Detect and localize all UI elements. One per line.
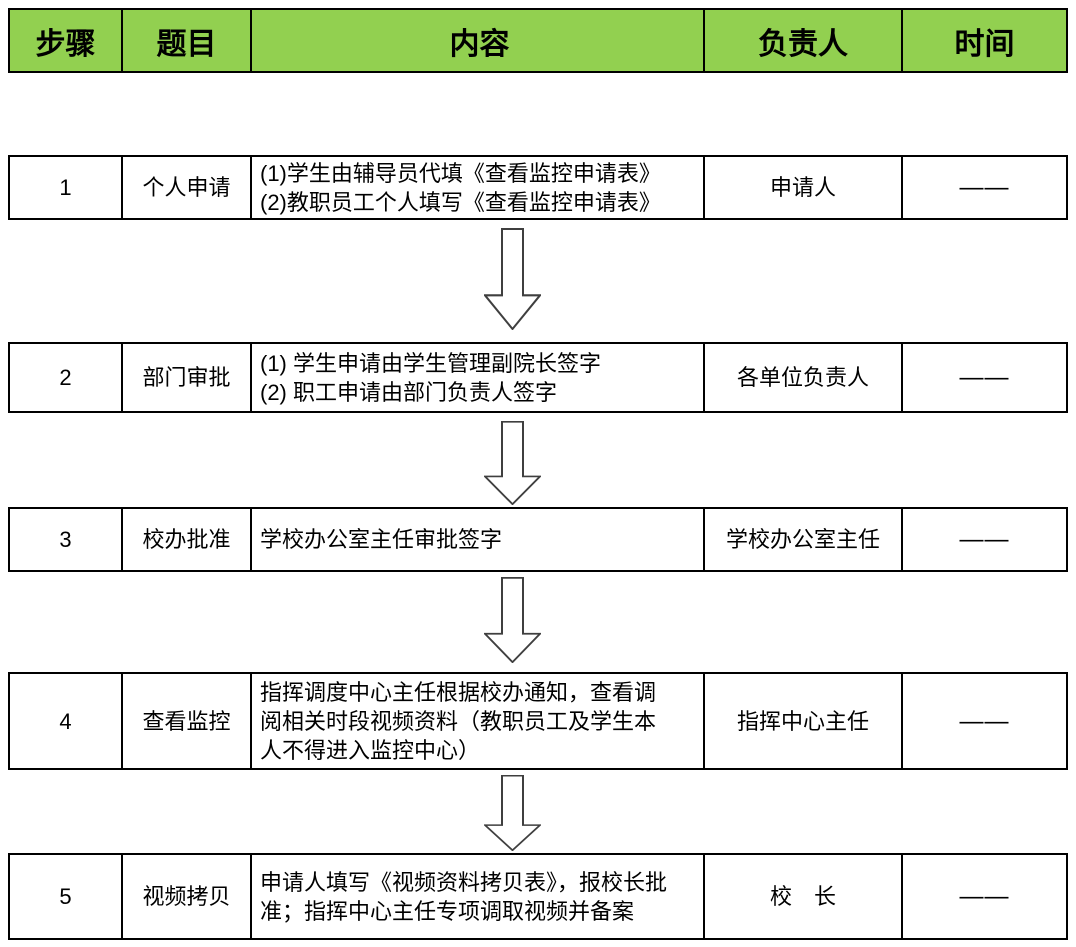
header-label-title: 题目 xyxy=(156,27,217,61)
header-label-step: 步骤 xyxy=(35,27,96,61)
owner-cell: 各单位负责人 xyxy=(705,344,903,411)
content-cell: 指挥调度中心主任根据校办通知，查看调 阅相关时段视频资料（教职员工及学生本 人不… xyxy=(252,674,705,768)
owner-cell: 指挥中心主任 xyxy=(705,674,903,768)
header-cell-title: 题目 xyxy=(123,10,252,71)
time-cell: —— xyxy=(903,344,1066,411)
step-content: 指挥调度中心主任根据校办通知，查看调 阅相关时段视频资料（教职员工及学生本 人不… xyxy=(260,679,657,763)
step-number: 4 xyxy=(59,708,72,734)
step-time: —— xyxy=(959,526,1010,553)
table-row-step4: 4 查看监控 指挥调度中心主任根据校办通知，查看调 阅相关时段视频资料（教职员工… xyxy=(8,672,1068,770)
down-arrow xyxy=(484,228,541,330)
step-title: 视频拷贝 xyxy=(142,884,231,909)
step-number: 5 xyxy=(59,884,72,909)
step-cell: 3 xyxy=(10,509,123,570)
step-cell: 2 xyxy=(10,344,123,411)
step-content: (1)学生由辅导员代填《查看监控申请表》 (2)教职员工个人填写《查看监控申请表… xyxy=(260,160,661,215)
step-owner: 各单位负责人 xyxy=(736,365,869,390)
step-cell: 4 xyxy=(10,674,123,768)
step-cell: 1 xyxy=(10,157,123,218)
header-cell-content: 内容 xyxy=(252,10,705,71)
step-time: —— xyxy=(959,364,1010,391)
table-row-step2: 2 部门审批 (1) 学生申请由学生管理副院长签字 (2) 职工申请由部门负责人… xyxy=(8,342,1068,413)
content-cell: (1)学生由辅导员代填《查看监控申请表》 (2)教职员工个人填写《查看监控申请表… xyxy=(252,157,705,218)
table-row-step5: 5 视频拷贝 申请人填写《视频资料拷贝表》，报校长批 准；指挥中心主任专项调取视… xyxy=(8,853,1068,940)
owner-cell: 校 长 xyxy=(705,855,903,938)
step-owner: 指挥中心主任 xyxy=(736,708,869,734)
down-arrow-icon xyxy=(484,228,541,330)
title-cell: 查看监控 xyxy=(123,674,252,768)
content-cell: (1) 学生申请由学生管理副院长签字 (2) 职工申请由部门负责人签字 xyxy=(252,344,705,411)
header-cell-owner: 负责人 xyxy=(705,10,903,71)
step-title: 校办批准 xyxy=(142,527,231,552)
step-number: 1 xyxy=(59,175,72,200)
step-owner: 申请人 xyxy=(769,175,836,200)
step-content: 申请人填写《视频资料拷贝表》，报校长批 准；指挥中心主任专项调取视频并备案 xyxy=(260,869,668,924)
step-time: —— xyxy=(959,707,1010,735)
title-cell: 校办批准 xyxy=(123,509,252,570)
time-cell: —— xyxy=(903,855,1066,938)
title-cell: 视频拷贝 xyxy=(123,855,252,938)
step-number: 3 xyxy=(59,527,72,552)
time-cell: —— xyxy=(903,157,1066,218)
time-cell: —— xyxy=(903,674,1066,768)
owner-cell: 申请人 xyxy=(705,157,903,218)
down-arrow-icon xyxy=(484,775,541,851)
step-title: 查看监控 xyxy=(142,708,231,734)
header-label-owner: 负责人 xyxy=(758,27,848,61)
table-row-step3: 3 校办批准 学校办公室主任审批签字 学校办公室主任 —— xyxy=(8,507,1068,572)
header-label-content: 内容 xyxy=(449,27,510,61)
step-owner: 学校办公室主任 xyxy=(725,527,880,552)
step-content: (1) 学生申请由学生管理副院长签字 (2) 职工申请由部门负责人签字 xyxy=(260,350,602,405)
step-time: —— xyxy=(959,883,1010,910)
content-cell: 申请人填写《视频资料拷贝表》，报校长批 准；指挥中心主任专项调取视频并备案 xyxy=(252,855,705,938)
down-arrow xyxy=(484,775,541,851)
step-title: 个人申请 xyxy=(142,175,231,200)
header-cell-step: 步骤 xyxy=(10,10,123,71)
owner-cell: 学校办公室主任 xyxy=(705,509,903,570)
header-cell-time: 时间 xyxy=(903,10,1066,71)
step-owner: 校 长 xyxy=(769,884,836,909)
table-row-step1: 1 个人申请 (1)学生由辅导员代填《查看监控申请表》 (2)教职员工个人填写《… xyxy=(8,155,1068,220)
down-arrow-icon xyxy=(484,577,541,663)
title-cell: 个人申请 xyxy=(123,157,252,218)
content-cell: 学校办公室主任审批签字 xyxy=(252,509,705,570)
down-arrow xyxy=(484,421,541,505)
step-cell: 5 xyxy=(10,855,123,938)
table-header-row: 步骤 题目 内容 负责人 时间 xyxy=(8,8,1068,73)
step-title: 部门审批 xyxy=(142,365,231,390)
step-time: —— xyxy=(959,174,1010,201)
time-cell: —— xyxy=(903,509,1066,570)
down-arrow-icon xyxy=(484,421,541,505)
header-label-time: 时间 xyxy=(954,27,1015,61)
step-content: 学校办公室主任审批签字 xyxy=(260,527,503,552)
down-arrow xyxy=(484,577,541,663)
step-number: 2 xyxy=(59,365,72,390)
title-cell: 部门审批 xyxy=(123,344,252,411)
